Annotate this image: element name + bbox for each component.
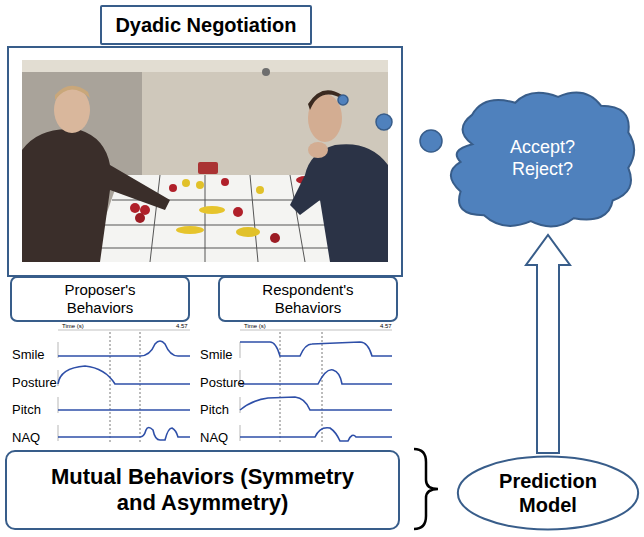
signal-name: Posture: [200, 375, 245, 390]
signal-name: Smile: [200, 347, 233, 362]
signal-name: Smile: [12, 347, 45, 362]
node-label: Respondent's Behaviors: [248, 281, 368, 317]
negotiation-photo: [22, 60, 388, 262]
model-ellipse: Prediction Model: [456, 455, 640, 531]
signal-name: NAQ: [12, 430, 40, 445]
behavior-chart: [240, 330, 392, 442]
thought-dot: [338, 95, 348, 105]
behavior-box: Proposer's Behaviors: [10, 276, 190, 322]
title-box: Dyadic Negotiation: [100, 5, 312, 45]
bracket: [414, 449, 438, 529]
signal-name: Pitch: [12, 402, 41, 417]
node-label: Accept? Reject?: [498, 137, 588, 180]
behavior-box: Respondent's Behaviors: [218, 276, 398, 322]
signal-name: Pitch: [200, 402, 229, 417]
axis-label: Time (s): [62, 323, 84, 329]
ellipse-outline: [456, 455, 640, 531]
signal-name: NAQ: [200, 430, 228, 445]
block-arrow: [526, 235, 570, 453]
node-label: Dyadic Negotiation: [115, 13, 296, 37]
arrow-shape: [526, 235, 570, 453]
behavior-chart: [58, 330, 190, 442]
node-label: Proposer's Behaviors: [45, 281, 155, 317]
node-label: Mutual Behaviors (Symmetry and Asymmetry…: [38, 464, 368, 517]
decision-cloud: Accept? Reject?: [445, 85, 640, 233]
axis-label: 4.57: [380, 323, 392, 329]
thought-dot: [420, 130, 442, 152]
signal-name: Posture: [12, 375, 57, 390]
node-label: Prediction Model: [493, 469, 603, 517]
mutual-box: Mutual Behaviors (Symmetry and Asymmetry…: [5, 450, 400, 530]
axis-label: Time (s): [244, 323, 266, 329]
axis-label: 4.57: [176, 323, 188, 329]
thought-dot: [376, 114, 392, 130]
photo-frame: [8, 47, 402, 276]
